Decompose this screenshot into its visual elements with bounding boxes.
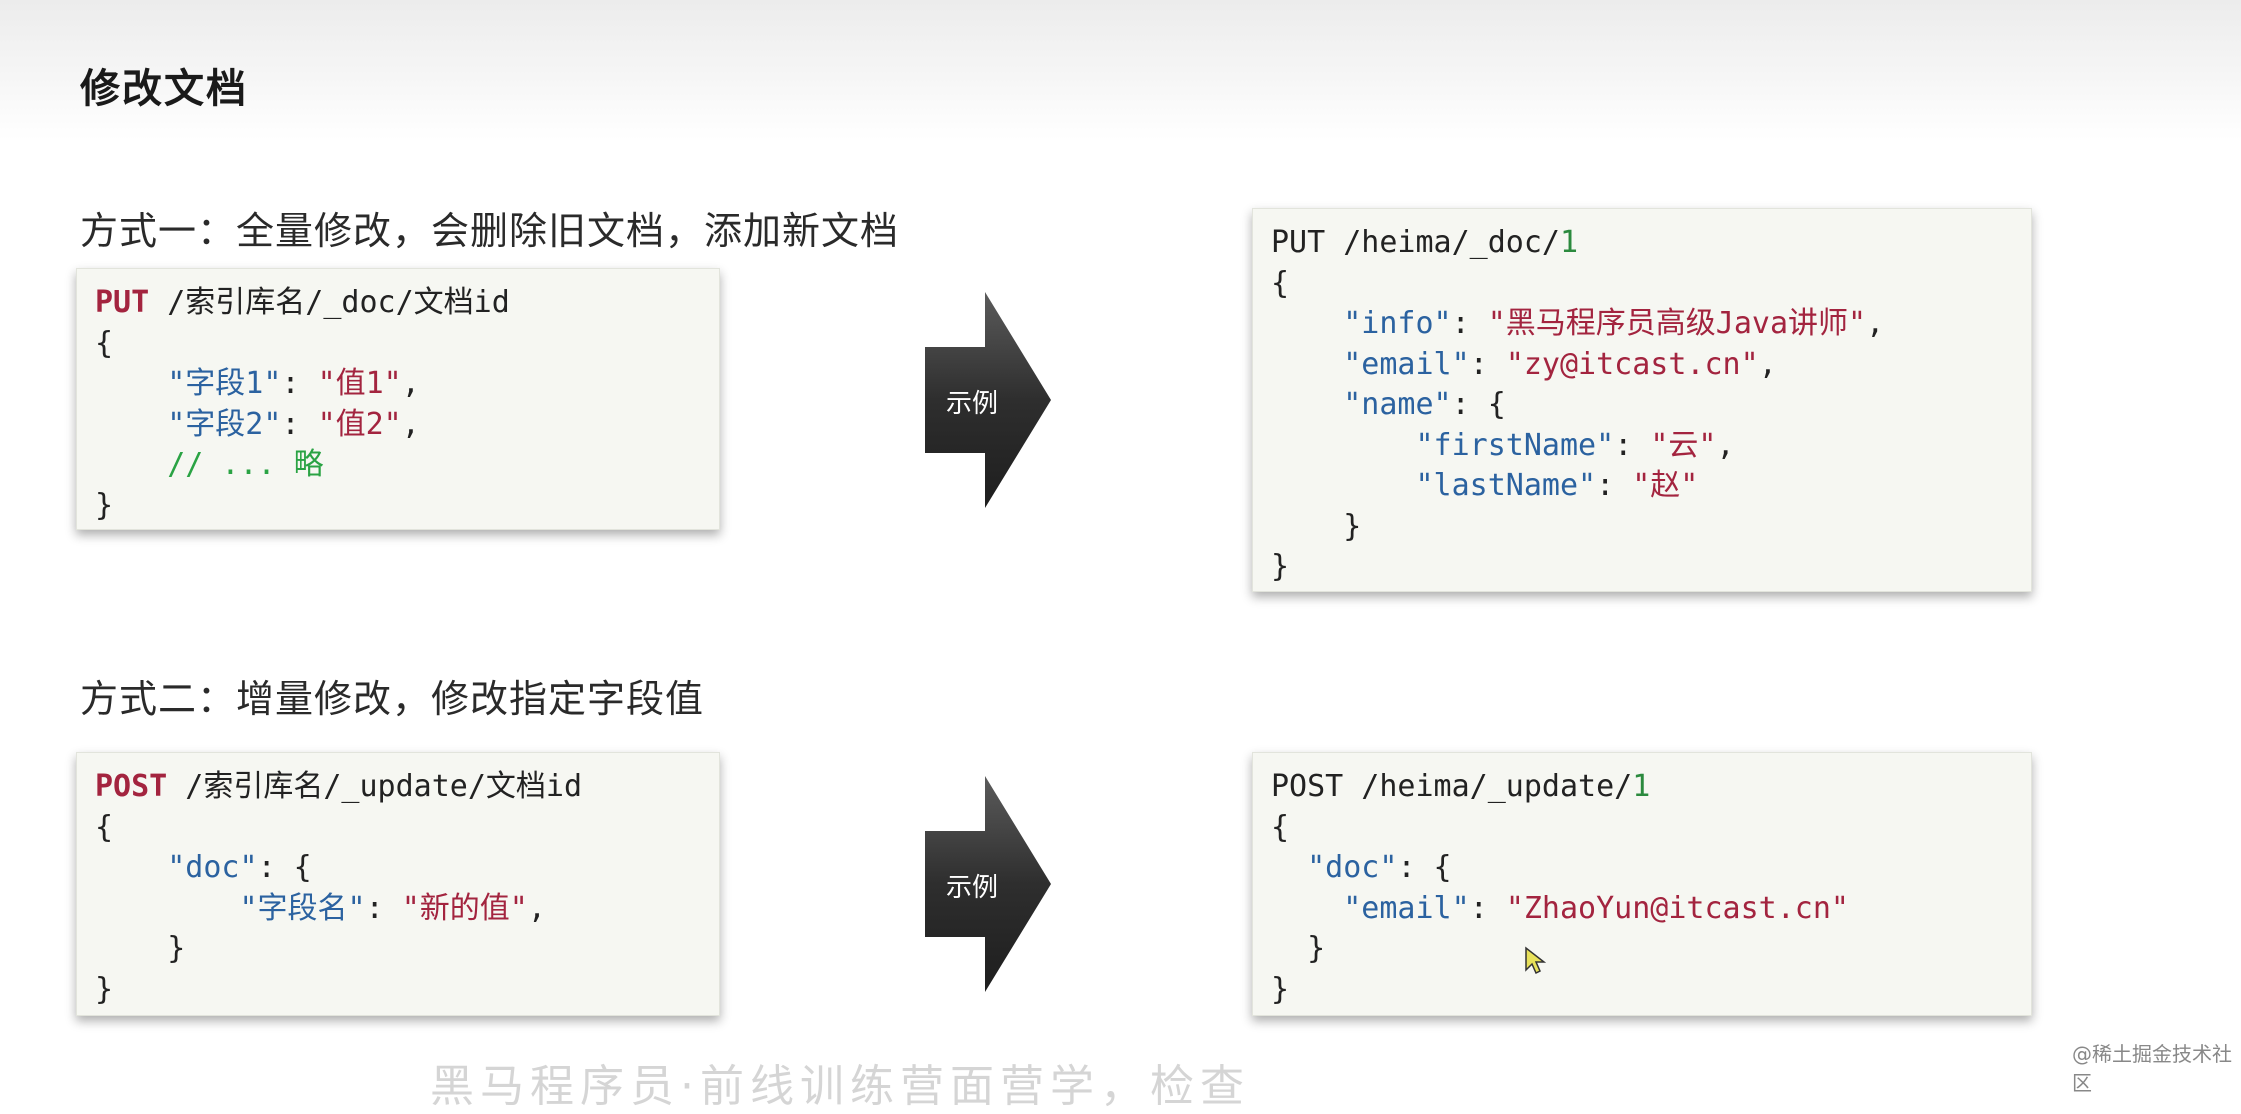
code-line: } <box>95 487 114 523</box>
document-id: 1 <box>1632 769 1651 804</box>
code-line: } <box>95 929 701 970</box>
example-arrow-label: 示例 <box>945 389 998 419</box>
code-line: "字段名": "新的值", <box>239 890 546 926</box>
json-value: "赵" <box>1632 468 1699 503</box>
json-key: "字段1" <box>167 366 282 401</box>
json-value: "值1" <box>317 366 402 401</box>
json-key: "字段2" <box>167 406 282 442</box>
code-line: "email": "ZhaoYun@itcast.cn" <box>1343 890 1849 926</box>
code-line: PUT /heima/_doc/1 <box>1271 223 2013 264</box>
brace: } <box>1343 508 1362 544</box>
code-line: // ... 略 <box>95 445 701 486</box>
request-path: /heima/_doc/ <box>1325 225 1560 260</box>
json-key: "firstName" <box>1415 427 1615 463</box>
request-path: /heima/_update/ <box>1343 769 1633 804</box>
json-key: "doc" <box>167 850 258 885</box>
code-line: "info": "黑马程序员高级Java讲师", <box>1343 306 1885 341</box>
json-key: "email" <box>1343 890 1470 926</box>
code-line: "lastName": "赵" <box>1415 468 1699 503</box>
json-value: "新的值" <box>401 890 528 926</box>
code-line: "email": "zy@itcast.cn", <box>1343 346 1777 382</box>
code-line: "firstName": "云", <box>1415 427 1735 463</box>
watermark: @稀土掘金技术社区 <box>2072 1042 2232 1095</box>
brace: } <box>1307 931 1326 966</box>
request-path: /索引库名/_doc/文档id <box>149 285 510 320</box>
json-key: "lastName" <box>1415 468 1597 503</box>
code-line: "name": { <box>1343 387 1506 422</box>
put-example-code-block: PUT /heima/_doc/1 { "info": "黑马程序员高级Java… <box>1252 208 2032 592</box>
code-line: "字段2": "值2", <box>167 406 420 442</box>
arrow-right-icon <box>925 292 1051 508</box>
code-line: "doc": { <box>167 850 312 885</box>
code-line: } <box>1271 971 1290 1007</box>
code-line: { <box>95 809 114 845</box>
json-key: "info" <box>1343 306 1452 341</box>
json-value: "值2" <box>317 406 402 442</box>
arrow-right-icon <box>925 776 1051 992</box>
json-value: "云" <box>1650 427 1717 463</box>
code-comment: // ... 略 <box>167 447 324 482</box>
request-path: /索引库名/_update/文档id <box>167 769 583 804</box>
code-line: { <box>1271 809 1290 845</box>
json-key: "email" <box>1343 346 1470 382</box>
section2-subtitle: 方式二：增量修改，修改指定字段值 <box>80 677 705 721</box>
document-id: 1 <box>1560 225 1579 260</box>
post-syntax-code-block: POST /索引库名/_update/文档id { "doc": { "字段名"… <box>76 752 720 1016</box>
section1-subtitle: 方式一：全量修改，会删除旧文档，添加新文档 <box>80 209 900 253</box>
http-method: POST <box>1271 769 1344 804</box>
mouse-cursor-icon <box>1525 946 1546 975</box>
example-arrow-label: 示例 <box>945 873 998 903</box>
json-key: "字段名" <box>239 890 366 926</box>
code-line: { <box>95 325 114 361</box>
json-key: "name" <box>1343 387 1452 422</box>
code-line: { <box>1271 265 1290 301</box>
http-method: PUT <box>95 285 150 320</box>
code-line: "doc": { <box>1307 850 1452 885</box>
page-title: 修改文档 <box>80 66 248 112</box>
header-band <box>0 0 2241 140</box>
code-line: PUT /索引库名/_doc/文档id <box>95 283 701 324</box>
code-line: } <box>1271 929 2013 970</box>
json-value: "ZhaoYun@itcast.cn" <box>1505 890 1849 926</box>
bottom-partial-caption: 黑马程序员·前线训练营面营学，检查 <box>430 1061 1250 1112</box>
post-example-code-block: POST /heima/_update/1 { "doc": { "email"… <box>1252 752 2032 1016</box>
code-line: POST /索引库名/_update/文档id <box>95 767 701 808</box>
http-method: PUT <box>1271 225 1326 260</box>
http-method: POST <box>95 769 168 804</box>
code-line: } <box>95 971 114 1007</box>
code-line: "字段1": "值1", <box>167 366 420 401</box>
code-line: POST /heima/_update/1 <box>1271 767 2013 808</box>
code-line: } <box>1271 507 2013 548</box>
brace: } <box>167 931 186 966</box>
json-key: "doc" <box>1307 850 1398 885</box>
json-value: "黑马程序员高级Java讲师" <box>1487 306 1867 341</box>
code-line: } <box>1271 549 1290 584</box>
put-syntax-code-block: PUT /索引库名/_doc/文档id { "字段1": "值1", "字段2"… <box>76 268 720 530</box>
json-value: "zy@itcast.cn" <box>1505 346 1759 382</box>
